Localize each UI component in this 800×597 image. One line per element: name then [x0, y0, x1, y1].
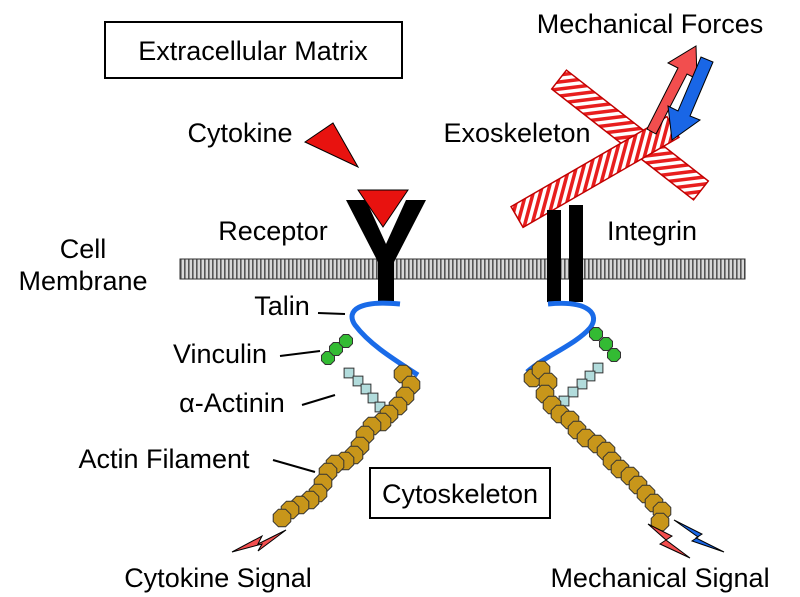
integrin-label: Integrin — [607, 216, 697, 246]
cytokine-label: Cytokine — [187, 118, 292, 148]
mechanical-signal-bolt-blue — [673, 519, 725, 553]
vinculin-bead — [599, 337, 613, 351]
exoskeleton-label: Exoskeleton — [443, 118, 590, 148]
cell-membrane-label-line1: Cell — [60, 234, 107, 264]
talin-left — [349, 300, 420, 378]
mechanical-forces-label: Mechanical Forces — [537, 9, 764, 39]
vinculin-bead — [607, 348, 621, 362]
alpha-actinin-bead — [367, 392, 379, 404]
actin-filament-left — [272, 364, 421, 528]
actin-filament-leader — [272, 459, 316, 473]
extracellular-matrix-label: Extracellular Matrix — [138, 36, 368, 66]
alpha-actinin-bead — [576, 378, 588, 390]
mechanical-signal-bolt-red — [647, 523, 691, 559]
cytokine-triangle — [303, 122, 360, 169]
cell-membrane — [179, 258, 746, 280]
talin-label: Talin — [254, 291, 310, 321]
alpha-actinin-bead — [592, 362, 604, 374]
cytokine-signal-bolt — [231, 529, 287, 553]
alpha-actinin-bead — [360, 383, 372, 395]
extracellular-matrix-label-box: Extracellular Matrix — [104, 21, 403, 79]
alpha-actinin-bead — [343, 367, 355, 379]
cytoskeleton-label: Cytoskeleton — [382, 479, 538, 509]
alpha-actinin-bead — [567, 386, 579, 398]
actin-bead — [272, 508, 292, 528]
vinculin-right — [589, 327, 621, 362]
alpha-actinin-leader — [301, 394, 336, 406]
cell-membrane-label-line2: Membrane — [18, 266, 147, 296]
alpha-actinin-bead — [352, 375, 364, 387]
cytoskeleton-label-box: Cytoskeleton — [369, 467, 551, 519]
vinculin-bead — [339, 334, 353, 348]
alpha-actinin-label: α-Actinin — [179, 388, 285, 418]
force-arrow-red — [646, 45, 698, 135]
exoskeleton-bars — [510, 69, 710, 229]
integrin — [547, 205, 583, 302]
bound-cytokine — [357, 189, 409, 228]
mechanical-signal-label: Mechanical Signal — [550, 563, 769, 593]
talin-leader — [317, 312, 346, 315]
vinculin-left — [321, 334, 353, 365]
vinculin-label: Vinculin — [173, 339, 267, 369]
force-arrow-blue — [667, 56, 714, 141]
actin-filament-label: Actin Filament — [78, 444, 250, 474]
receptor — [346, 189, 426, 302]
alpha-actinin-bead — [584, 370, 596, 382]
actin-filament-right — [523, 360, 672, 532]
receptor-label: Receptor — [218, 216, 328, 246]
talin-right — [525, 300, 597, 374]
cytokine-signal-label: Cytokine Signal — [124, 563, 312, 593]
vinculin-leader — [279, 350, 321, 357]
vinculin-bead — [589, 327, 603, 341]
alpha-actinin-left — [343, 367, 386, 413]
